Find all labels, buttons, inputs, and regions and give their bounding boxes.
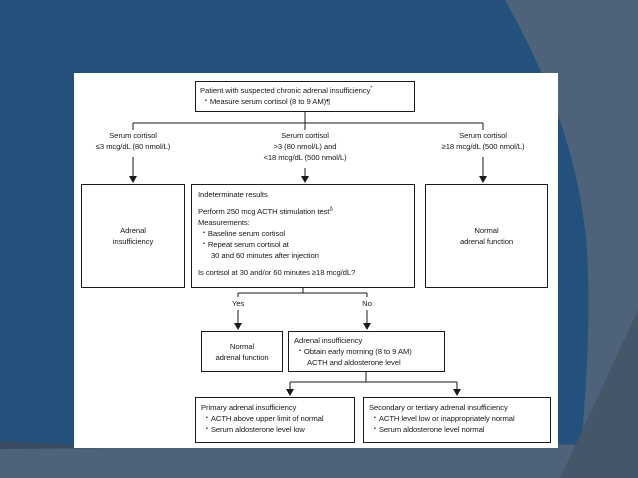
bullet-icon: ▪ [203,241,205,247]
start-box: Patient with suspected chronic adrenal i… [195,81,415,112]
indeterminate-title: Indeterminate results [198,190,268,199]
slide-canvas: Patient with suspected chronic adrenal i… [74,73,558,448]
footnote-delta: Δ [329,206,333,213]
bullet-icon: ▪ [206,415,208,421]
footnote-pilcrow: ¶ [326,97,331,106]
start-box-bullet: ▪ Measure serum cortisol (8 to 9 AM)¶ [205,97,331,106]
yes-label: Yes [231,299,245,308]
bullet-icon: ▪ [205,98,207,104]
start-box-title: Patient with suspected chronic adrenal i… [200,85,373,95]
background-curve-right [505,0,638,478]
no-adrenal-insufficiency-box: Adrenal insufficiency ▪ Obtain early mor… [288,331,445,372]
arrowheads [129,176,487,396]
indeterminate-results-box: Indeterminate results Perform 250 mcg AC… [191,184,415,288]
secondary-tertiary-insufficiency-box: Secondary or tertiary adrenal insufficie… [363,397,551,443]
branch-label-high: Serum cortisol ≥18 mcg/dL (500 nmol/L) [441,131,525,151]
adrenal-insufficiency-box: Adrenal insufficiency [81,184,185,288]
normal-function-box: Normal adrenal function [425,184,548,288]
background-band-bottom [0,444,638,478]
no-label: No [362,299,372,308]
bullet-icon: ▪ [203,230,205,236]
bullet-icon: ▪ [374,415,376,421]
branch-label-low: Serum cortisol ≤3 mcg/dL (80 nmol/L) [95,131,171,151]
yes-normal-function-box: Normal adrenal function [201,331,283,372]
bullet-icon: ▪ [299,348,301,354]
footnote-asterisk: * [370,85,373,92]
bullet-icon: ▪ [206,426,208,432]
measurements-label: Measurements: [198,218,250,227]
bullet-icon: ▪ [374,426,376,432]
cortisol-question: Is cortisol at 30 and/or 60 minutes ≥18 … [198,268,356,277]
acth-test-line: Perform 250 mcg ACTH stimulation testΔ [198,206,333,216]
background-corner-dark [560,310,638,478]
primary-insufficiency-box: Primary adrenal insufficiency ▪ ACTH abo… [195,397,355,443]
branch-label-indeterminate: Serum cortisol >3 (80 nmol/L) and <18 mc… [263,131,347,162]
flowchart-connectors [129,112,487,396]
